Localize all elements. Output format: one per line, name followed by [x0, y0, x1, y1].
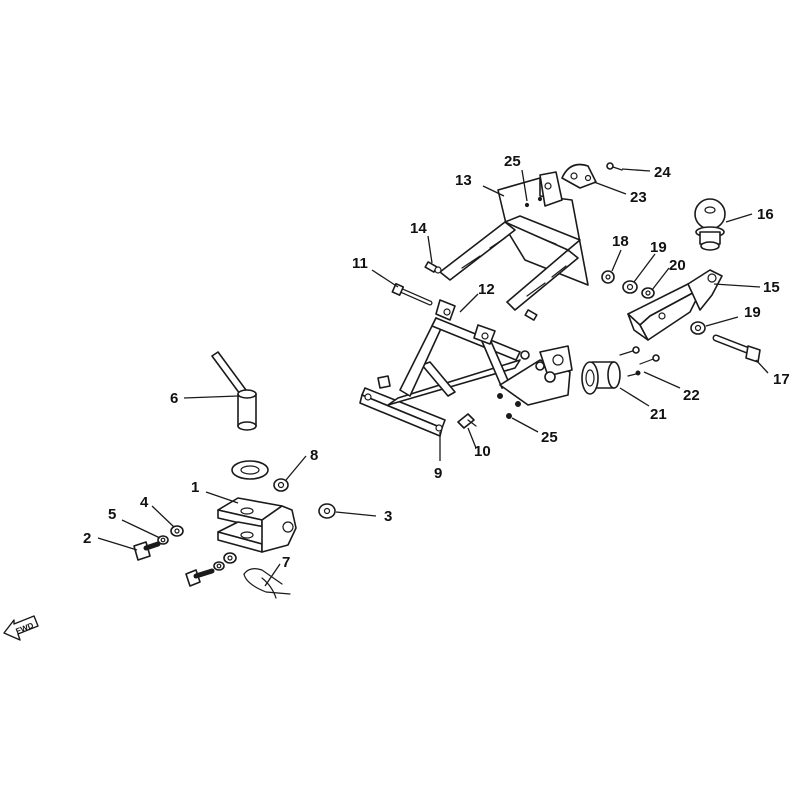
callout-6: 6: [170, 390, 178, 407]
lower-washers: [213, 552, 237, 571]
nut-20: [641, 287, 655, 299]
callout-10: 10: [474, 443, 491, 460]
lower-bolt: [185, 568, 215, 587]
washer-8: [231, 460, 269, 480]
washer-19-lower: [690, 321, 706, 335]
callout-15: 15: [763, 279, 780, 296]
bolt-2: [133, 541, 161, 561]
nut-18: [601, 270, 615, 284]
callout-labels: 1 2 3 4 5 6 7 8 9 10 11 12 13 14 15 16 1…: [83, 153, 790, 571]
nut-8: [273, 478, 289, 492]
bumper-21: [581, 361, 621, 395]
hitch-pin-clip: [243, 568, 291, 599]
callout-8: 8: [310, 447, 318, 464]
callout-22: 22: [683, 387, 700, 404]
handle-pin: [211, 351, 257, 431]
callout-13: 13: [455, 172, 472, 189]
screw-24: [606, 162, 623, 171]
nut-3: [318, 503, 336, 519]
bolt-11: [391, 282, 433, 306]
callout-1: 1: [191, 479, 199, 496]
clevis-bracket: [217, 497, 297, 553]
callout-11: 11: [352, 255, 368, 272]
bracket-23: [561, 163, 597, 189]
callout-16: 16: [757, 206, 774, 223]
bolt-10: [457, 413, 477, 429]
callout-20: 20: [669, 257, 686, 274]
forward-arrow-icon: FWD: [3, 615, 39, 641]
callout-14: 14: [410, 220, 427, 237]
hitch-ball: [694, 198, 726, 251]
callout-2: 2: [83, 530, 91, 547]
callout-23: 23: [630, 189, 647, 206]
callout-21: 21: [650, 406, 667, 423]
callout-17: 17: [773, 371, 790, 388]
callout-18: 18: [612, 233, 629, 250]
nuts-25-lower: [497, 393, 521, 419]
callout-9: 9: [434, 465, 442, 482]
callout-3: 3: [384, 508, 392, 525]
callout-25-lower: 25: [541, 429, 558, 446]
callout-24: 24: [654, 164, 671, 181]
washer-19-upper: [622, 280, 638, 294]
screws-22: [619, 346, 660, 377]
receiver-hitch: [627, 269, 723, 341]
washer-4: [170, 525, 184, 537]
bolt-14: [424, 261, 442, 274]
callout-19-upper: 19: [650, 239, 667, 256]
callout-5: 5: [108, 506, 116, 523]
callout-4: 4: [140, 494, 149, 511]
leader-lines: [97, 168, 769, 587]
bolt-12-pair: [524, 309, 538, 321]
callout-12: 12: [478, 281, 495, 298]
slotted-bracket: [439, 215, 581, 311]
bolt-17: [712, 334, 761, 363]
main-frame: [359, 299, 573, 437]
callout-19-lower: 19: [744, 304, 761, 321]
callout-25-upper: 25: [504, 153, 521, 170]
callout-7: 7: [282, 554, 290, 571]
washer-5: [157, 535, 169, 545]
